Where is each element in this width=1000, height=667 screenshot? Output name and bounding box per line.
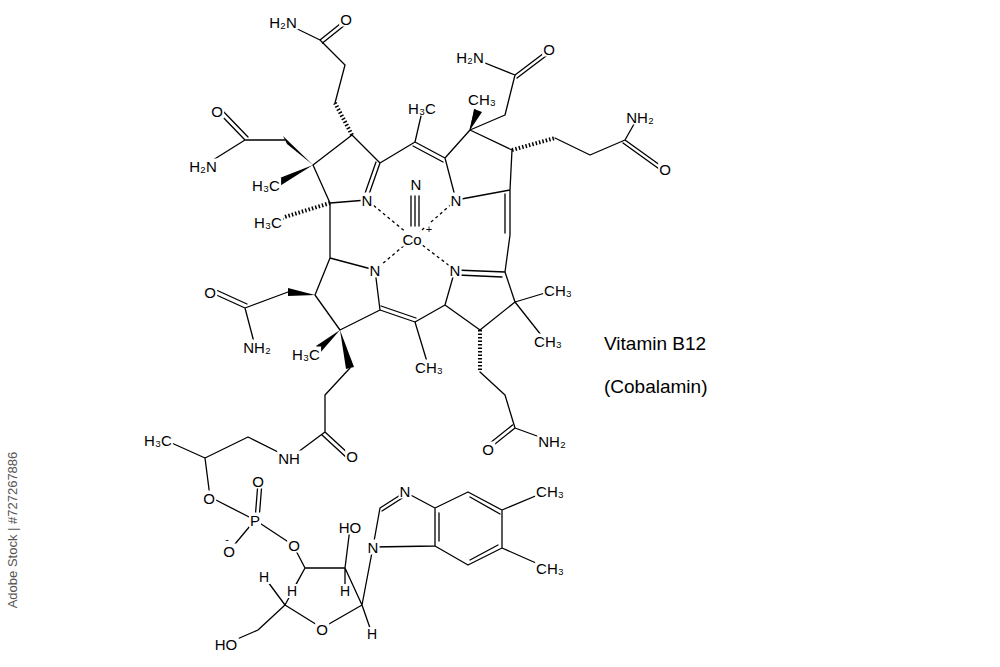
atom-label: N	[399, 484, 412, 499]
compound-name: (Cobalamin)	[603, 377, 708, 396]
atom-label: H₃C	[143, 433, 173, 448]
atom-label: H₃C	[251, 178, 281, 193]
atom-label: NH₂	[625, 110, 655, 125]
atom-label: O	[345, 449, 359, 464]
atom-label: O	[542, 42, 556, 57]
atom-label: NH	[277, 451, 301, 466]
atom-label: HO	[338, 520, 363, 535]
watermark-text: Adobe Stock | #727267886	[6, 451, 19, 610]
wedge-bonds	[272, 109, 482, 369]
single-bonds	[165, 20, 664, 643]
atom-label: H	[339, 584, 351, 598]
atom-label: N	[361, 193, 374, 208]
atom-label: H₃C	[407, 101, 437, 116]
hashed-bonds	[275, 103, 555, 372]
dashed-bond-lines	[367, 200, 456, 270]
atom-label: CH₃	[533, 334, 563, 349]
atom-label: NH₂	[537, 434, 567, 449]
atom-label: N	[410, 177, 423, 192]
atom-label: N	[369, 263, 382, 278]
bond-lines	[165, 20, 664, 643]
coordination-bonds	[367, 200, 456, 270]
atom-label: CH₃	[467, 92, 497, 107]
atom-label: H	[286, 584, 298, 598]
atom-label: O	[203, 285, 217, 300]
atom-label: N	[367, 540, 380, 555]
atom-label: O	[210, 104, 224, 119]
wedge-bond	[288, 288, 315, 296]
atom-label: O	[287, 538, 301, 553]
atom-label: H₂N	[268, 15, 298, 30]
atom-label: HO	[214, 637, 239, 652]
atom-label: O	[202, 491, 216, 506]
atom-label: H₂N	[455, 50, 485, 65]
atom-label: H	[366, 627, 378, 641]
atom-label: H₃C	[253, 215, 283, 230]
atom-label: O	[658, 162, 672, 177]
atom-label: N	[449, 263, 462, 278]
charge-sign: -	[224, 534, 230, 545]
wedge-bond	[340, 330, 354, 369]
atom-label: NH₂	[242, 340, 272, 355]
atom-label: CH₃	[535, 484, 565, 499]
atom-label: O	[251, 474, 265, 489]
atom-label: H₂N	[188, 159, 218, 174]
atom-label: CH₃	[543, 283, 573, 298]
atom-label: O	[315, 622, 329, 637]
wedge-bond	[470, 109, 482, 130]
atom-label: Co	[401, 232, 422, 247]
double-bond-lines	[214, 23, 662, 560]
atom-label: H₃C	[291, 347, 321, 362]
compound-name: Vitamin B12	[603, 334, 707, 353]
atom-label: H	[258, 570, 270, 584]
atom-label: O	[339, 12, 353, 27]
atom-label: O	[222, 544, 236, 559]
atom-label: CH₃	[535, 561, 565, 576]
atom-label: N	[450, 193, 463, 208]
charge-sign: +	[425, 224, 433, 235]
atom-label: P	[249, 513, 261, 528]
hashed-bond-lines	[275, 103, 555, 372]
atom-label: CH₃	[414, 360, 444, 375]
wedge-bond	[283, 136, 313, 165]
atom-label: O	[481, 442, 495, 457]
